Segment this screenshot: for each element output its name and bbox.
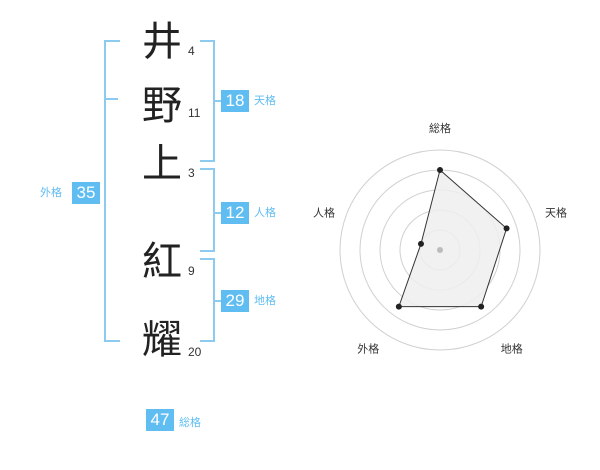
gaikaku-bracket: [104, 40, 120, 342]
tenkaku-value: 18: [221, 90, 249, 112]
jinkaku-label: 人格: [254, 206, 276, 219]
name-char-3: 上: [142, 141, 182, 187]
radar-axis-label: 天格: [545, 205, 567, 219]
chikaku-value: 29: [221, 290, 249, 312]
radar-center-dot: [437, 247, 443, 253]
radar-axis-label: 外格: [357, 342, 379, 356]
radar-data-point: [417, 240, 424, 247]
gaikaku-value: 35: [72, 182, 100, 204]
soukaku-value: 47: [146, 409, 174, 431]
radar-axis-label: 人格: [313, 205, 335, 219]
gaikaku-bracket-tick: [104, 98, 118, 100]
radar-ring: [339, 149, 541, 351]
chikaku-label: 地格: [254, 294, 276, 307]
radar-data-point: [395, 303, 402, 310]
stroke-count-4: 9: [188, 264, 195, 278]
name-char-2: 野: [142, 83, 182, 129]
jinkaku-connector: [213, 212, 221, 214]
jinkaku-value: 12: [221, 202, 249, 224]
soukaku-label: 総格: [179, 416, 201, 429]
tenkaku-connector: [213, 100, 221, 102]
radar-data-point: [503, 225, 510, 232]
radar-axis-label: 総格: [429, 121, 451, 135]
stroke-count-2: 11: [188, 106, 201, 120]
name-char-5: 耀: [142, 317, 182, 363]
name-char-1: 井: [142, 19, 182, 65]
jinkaku-bracket: [200, 168, 215, 252]
radar-data-point: [478, 303, 485, 310]
stroke-count-1: 4: [188, 44, 195, 58]
radar-axis-label: 地格: [501, 342, 523, 356]
name-char-4: 紅: [142, 239, 182, 285]
stroke-count-5: 20: [188, 345, 202, 359]
stroke-count-3: 3: [188, 166, 195, 180]
tenkaku-label: 天格: [254, 94, 276, 107]
chikaku-connector: [213, 300, 221, 302]
radar-data-point: [437, 167, 443, 173]
radar-data-polygon: [398, 169, 508, 308]
gaikaku-label: 外格: [40, 186, 62, 199]
